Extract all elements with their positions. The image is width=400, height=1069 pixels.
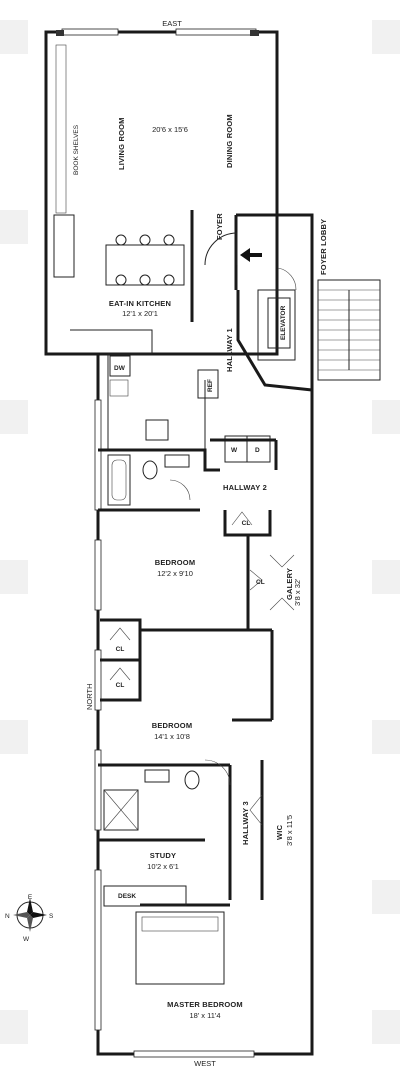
master-bed <box>135 911 225 985</box>
interior-walls <box>98 438 278 907</box>
refrigerator <box>197 369 219 399</box>
dining-room-label: DINING ROOM <box>225 114 234 168</box>
hallway-3-label: HALLWAY 3 <box>241 801 250 845</box>
closet-label-1: CL <box>242 520 251 527</box>
closet-label-4: CL <box>116 682 125 689</box>
study-desk <box>103 885 187 907</box>
foyer-label: FOYER <box>215 213 224 240</box>
study-dim: 10'2 x 6'1 <box>147 862 179 871</box>
book-shelves <box>55 44 67 214</box>
north-label: NORTH <box>85 683 94 710</box>
kitchen-counter <box>70 329 206 451</box>
compass-s: S <box>49 913 54 920</box>
wic-label: WIC <box>275 824 284 840</box>
foyer-door[interactable] <box>204 232 238 266</box>
closet-label-3: CL <box>116 646 125 653</box>
dryer-label: D <box>255 447 260 454</box>
closet-doors <box>109 511 295 826</box>
closet-label-2: CL <box>256 579 265 586</box>
west-label: WEST <box>194 1059 216 1068</box>
bathroom-2 <box>103 759 231 831</box>
living-dining-dim: 20'6 x 15'6 <box>152 125 188 134</box>
washer-label: W <box>231 447 238 454</box>
stove <box>145 419 169 441</box>
compass: E S W N <box>5 894 54 943</box>
fireplace <box>53 214 75 278</box>
north-windows <box>94 399 102 1031</box>
gallery-dim: 3'8 x 32' <box>293 578 302 606</box>
bathroom-1 <box>98 448 220 512</box>
entry-arrow-icon <box>240 248 262 262</box>
dw-label: DW <box>114 365 126 372</box>
living-room-label: LIVING ROOM <box>117 117 126 170</box>
compass-e: E <box>28 894 33 901</box>
bedroom-1-dim: 12'2 x 9'10 <box>157 569 193 578</box>
wic-dim: 3'8 x 11'5 <box>285 815 294 846</box>
foyer-lobby-label: FOYER LOBBY <box>319 219 328 275</box>
east-windows <box>56 28 259 36</box>
book-shelves-label: BOOK SHELVES <box>73 124 80 175</box>
bedroom-2-label: BEDROOM <box>152 721 193 730</box>
bedroom-1-label: BEDROOM <box>155 558 196 567</box>
ref-label: REF <box>207 379 214 392</box>
east-label: EAST <box>162 19 182 28</box>
gallery-label: GALERY <box>285 568 294 600</box>
desk-label: DESK <box>118 893 136 900</box>
dishwasher <box>109 355 131 377</box>
compass-w: W <box>23 936 30 943</box>
master-bedroom-label: MASTER BEDROOM <box>167 1000 243 1009</box>
compass-n: N <box>5 913 10 920</box>
kitchen-sink <box>109 379 129 397</box>
kitchen-dim: 12'1 x 20'1 <box>122 309 158 318</box>
hallway-1-label: HALLWAY 1 <box>225 328 234 372</box>
outer-walls <box>44 30 314 1056</box>
kitchen-label: EAT-IN KITCHEN <box>109 299 171 308</box>
bedroom-2-dim: 14'1 x 10'8 <box>154 732 190 741</box>
master-bedroom-dim: 18' x 11'4 <box>189 1011 220 1020</box>
kitchen-table <box>105 234 185 286</box>
west-windows <box>133 1050 255 1058</box>
elevator-label: ELEVATOR <box>280 305 287 340</box>
elevator <box>236 267 313 392</box>
stairs <box>317 279 381 381</box>
background-pattern <box>0 20 400 1044</box>
study-label: STUDY <box>150 851 176 860</box>
hallway-2-label: HALLWAY 2 <box>223 483 267 492</box>
